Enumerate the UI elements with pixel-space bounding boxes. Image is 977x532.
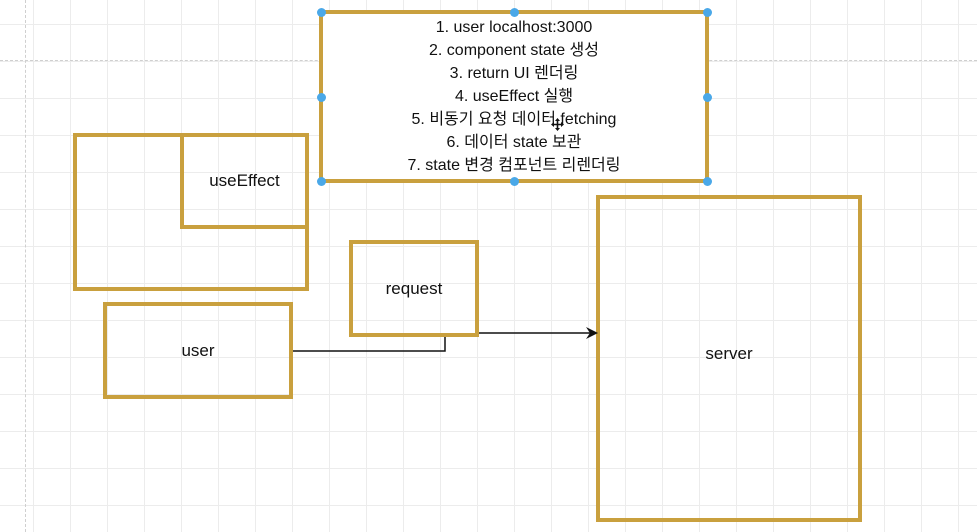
resize-handle-sw[interactable] [317, 177, 326, 186]
server-label: server [705, 343, 753, 363]
step-2: 2. component state 생성 [429, 42, 599, 59]
step-6: 6. 데이터 state 보관 [446, 134, 582, 151]
resize-handle-w[interactable] [317, 93, 326, 102]
server-box[interactable]: server [596, 195, 862, 522]
resize-handle-e[interactable] [703, 93, 712, 102]
resize-handle-s[interactable] [510, 177, 519, 186]
step-3: 3. return UI 렌더링 [449, 65, 579, 82]
resize-handle-nw[interactable] [317, 8, 326, 17]
user-box[interactable]: user [103, 302, 293, 399]
arrow-head-icon [586, 327, 598, 339]
use-effect-label: useEffect [209, 171, 280, 190]
user-label: user [181, 340, 215, 360]
steps-note-box[interactable]: 1. user localhost:3000 2. component stat… [319, 10, 709, 183]
request-label: request [385, 278, 443, 298]
step-5: 5. 비동기 요청 데이터 fetching [411, 111, 617, 128]
resize-handle-ne[interactable] [703, 8, 712, 17]
use-effect-box[interactable]: useEffect [180, 133, 309, 229]
step-7: 7. state 변경 컴포넌트 리렌더링 [407, 157, 621, 174]
move-cursor-icon [551, 118, 564, 131]
page-border-vertical [25, 0, 26, 532]
step-4: 4. useEffect 실행 [454, 88, 574, 105]
step-1: 1. user localhost:3000 [435, 19, 593, 36]
resize-handle-se[interactable] [703, 177, 712, 186]
resize-handle-n[interactable] [510, 8, 519, 17]
user-to-request-connector[interactable] [293, 337, 446, 352]
request-box[interactable]: request [349, 240, 479, 337]
